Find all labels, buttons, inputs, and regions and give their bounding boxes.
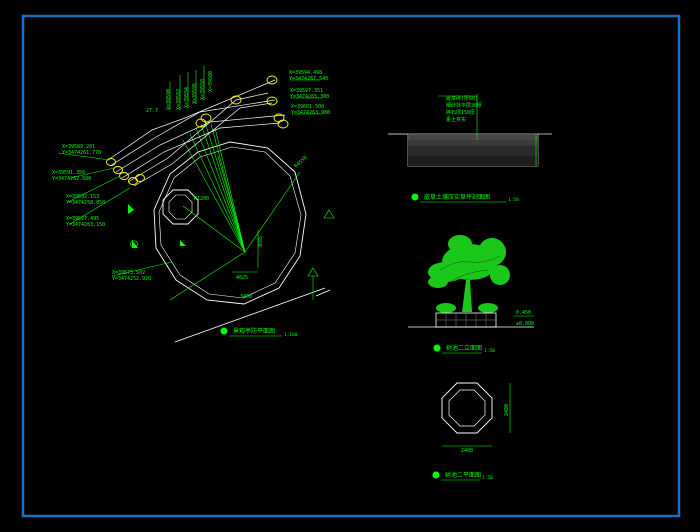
pavilion-outline-inner <box>158 146 302 299</box>
coord-label-x: X=39591.356 <box>52 170 85 176</box>
coord-label-y: Y=3474263.150 <box>66 222 105 228</box>
plan-scale: 1:100 <box>284 332 298 338</box>
layer-label: 嵌草砖(厚60) <box>446 95 478 102</box>
coord-label-y: Y=3474261.770 <box>62 150 101 156</box>
coord-label-x: X=39592.153 <box>66 194 99 200</box>
svg-text:X=39600: X=39600 <box>208 71 214 92</box>
title-bubble <box>220 327 228 335</box>
dimension-label: 3450 <box>240 294 252 300</box>
angle-label: 27.7 <box>146 108 158 114</box>
pool-octagon-outer <box>441 382 493 434</box>
shrubs <box>436 303 498 313</box>
radius-dimension: R4550 <box>293 155 308 170</box>
pool-plan-scale: 1:50 <box>482 475 493 481</box>
pool-plan: 2400 2400 树池二平面图 1:50 <box>432 382 511 481</box>
svg-text:X=39596: X=39596 <box>192 83 198 104</box>
dimension-label: 4825 <box>236 275 248 281</box>
svg-text:X=39598: X=39598 <box>200 79 206 100</box>
section-title: 嵌草土壤压实草坪剖面图 <box>424 193 490 201</box>
radius-dimension: R1200 <box>194 196 209 202</box>
coord-label-x: X=39573.502 <box>112 270 145 276</box>
dimension-label: 3685 <box>258 236 264 248</box>
title-bubble <box>411 193 419 201</box>
layer-label: 素土夯实 <box>446 116 466 123</box>
svg-text:X=39594: X=39594 <box>184 87 190 108</box>
coord-label-x: X=39597.495 <box>66 216 99 222</box>
drawing-frame <box>21 14 681 518</box>
elevation-label: 0.450 <box>516 310 531 316</box>
leader-lines <box>107 79 286 187</box>
radial-rays <box>169 121 301 301</box>
plan-title: 景观亭防平面图 <box>233 327 275 335</box>
path-edge <box>174 287 326 343</box>
coord-label-y: Y=3474262.600 <box>52 176 91 182</box>
green-leaders <box>57 66 322 277</box>
section-view: 嵌草砖(厚60) 细砂找平层30厚 碎石层150厚 素土夯实 嵌草土壤压实草坪剖… <box>388 94 552 203</box>
planter-pattern <box>436 313 496 327</box>
pool-plan-title: 树池二平面图 <box>445 471 481 479</box>
plan-view: X=39590 X=39592 X=39594 X=39596 X=39598 … <box>52 66 335 343</box>
layer-label: 碎石层150厚 <box>446 109 475 116</box>
plan-octagon-outer <box>162 189 199 225</box>
pool-elevation: 0.450 ±0.000 树池二立面图 1:50 <box>408 235 534 354</box>
tree-trunk <box>462 280 472 312</box>
coord-label-y: Y=3474258.050 <box>66 200 105 206</box>
pool-elevation-title: 树池二立面图 <box>446 344 482 352</box>
pavilion-outline-outer <box>153 141 307 305</box>
section-scale: 1:50 <box>508 197 519 203</box>
pool-height-dim: 2400 <box>504 404 510 416</box>
top-rotated-labels: X=39590 X=39592 X=39594 X=39596 X=39598 … <box>166 71 214 110</box>
title-bubble <box>433 344 441 352</box>
plan-octagon-inner <box>168 194 193 220</box>
coords-left: X=39589.201 Y=3474261.770 X=39591.356 Y=… <box>52 144 151 282</box>
pool-elevation-scale: 1:50 <box>484 348 495 354</box>
coord-label-x: X=39589.201 <box>62 144 95 150</box>
section-layer-labels: 嵌草砖(厚60) 细砂找平层30厚 碎石层150厚 素土夯实 <box>446 95 482 123</box>
coord-label-y: Y=3474267.540 <box>289 76 328 82</box>
plan-title-block: 景观亭防平面图 1:100 <box>220 327 298 338</box>
title-bubble <box>432 471 440 479</box>
section-markers <box>128 204 335 300</box>
coords-right: X=39594.498 Y=3474267.540 X=39597.351 Y=… <box>289 70 330 116</box>
coord-label-x: X=39597.351 <box>290 88 323 94</box>
coord-label-y: Y=3474263.900 <box>291 110 330 116</box>
survey-markers <box>106 75 289 185</box>
coord-label-x: X=39601.500 <box>291 104 324 110</box>
elevation-label: ±0.000 <box>516 321 534 327</box>
svg-text:X=39592: X=39592 <box>176 89 182 110</box>
coord-label-y: Y=3474265.300 <box>290 94 329 100</box>
pool-width-dim: 2400 <box>461 448 473 454</box>
pool-octagon-inner <box>448 389 486 427</box>
tree-canopy <box>428 235 510 288</box>
path-edge-end <box>315 289 331 297</box>
coord-label-x: X=39594.498 <box>289 70 322 76</box>
coord-label-y: Y=3474252.920 <box>112 276 151 282</box>
svg-text:X=39590: X=39590 <box>166 89 172 110</box>
layer-label: 细砂找平层30厚 <box>446 102 482 109</box>
